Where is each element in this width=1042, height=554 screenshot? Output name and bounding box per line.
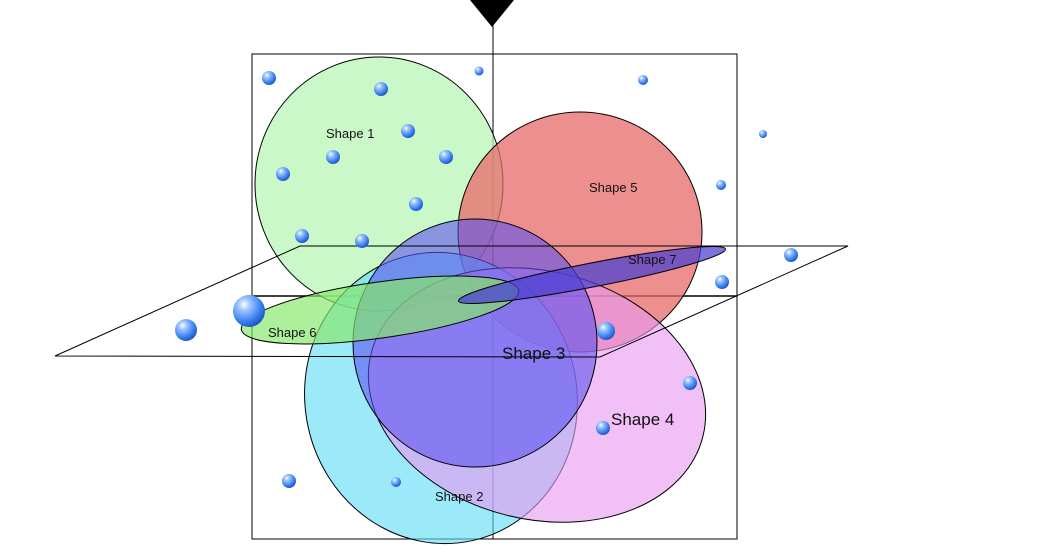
sphere-icon <box>409 197 423 211</box>
shape-3-label: Shape 3 <box>502 344 565 363</box>
sphere-icon <box>716 180 726 190</box>
down-triangle-icon <box>470 0 514 27</box>
sphere-icon <box>391 477 401 487</box>
sphere-icon <box>262 71 276 85</box>
sphere-icon <box>276 167 290 181</box>
sphere-icon <box>759 130 767 138</box>
shape-3-region[interactable] <box>352 218 598 468</box>
shape-6-label: Shape 6 <box>268 325 316 340</box>
sphere-icon <box>715 275 729 289</box>
sphere-icon <box>638 75 648 85</box>
shape-7-region[interactable] <box>456 237 728 312</box>
perspective-plane <box>54 245 849 358</box>
sphere-icon <box>326 150 340 164</box>
sphere-icon <box>597 322 615 340</box>
sphere-icon <box>596 421 610 435</box>
sphere-icon <box>474 66 484 76</box>
sphere-group <box>175 66 798 488</box>
shape-5-label: Shape 5 <box>589 180 637 195</box>
shape-7-label: Shape 7 <box>628 252 676 267</box>
sphere-icon <box>355 234 369 248</box>
sphere-icon <box>175 319 197 341</box>
sphere-icon <box>784 248 798 262</box>
sphere-icon <box>374 82 388 96</box>
sphere-icon <box>233 295 265 327</box>
sphere-icon <box>282 474 296 488</box>
sphere-icon <box>439 150 453 164</box>
shape-2-label: Shape 2 <box>435 489 483 504</box>
sphere-icon <box>683 376 697 390</box>
shape-1-label: Shape 1 <box>326 126 374 141</box>
shape-4-label: Shape 4 <box>611 410 674 429</box>
sphere-icon <box>401 124 415 138</box>
sphere-icon <box>295 229 309 243</box>
